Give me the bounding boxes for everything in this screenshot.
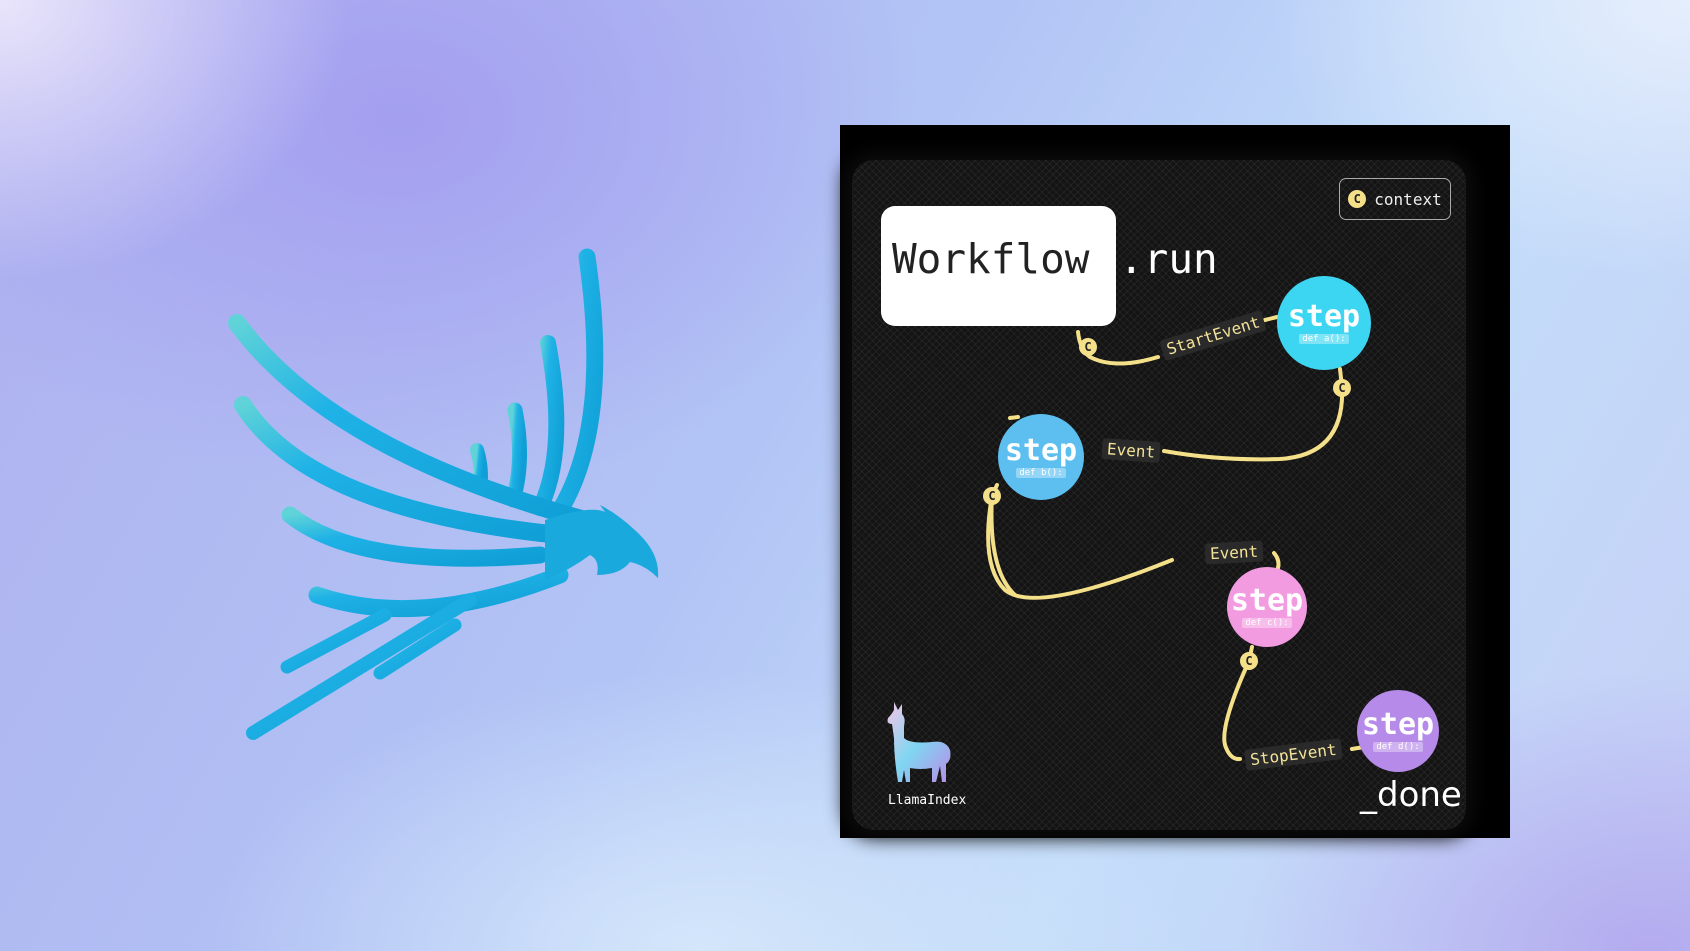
step-label: step bbox=[1287, 299, 1361, 334]
step-c: step def c(): bbox=[1227, 567, 1307, 647]
edge-start-dash bbox=[1263, 315, 1279, 322]
llama-logo-icon bbox=[887, 702, 951, 782]
feather bbox=[505, 402, 527, 508]
context-marker-icon: C bbox=[983, 487, 1001, 505]
workflow-run-suffix: .run bbox=[1119, 235, 1218, 283]
context-icon: C bbox=[1348, 190, 1367, 208]
bird-logo bbox=[228, 248, 659, 740]
step-def: def b(): bbox=[1016, 468, 1066, 478]
feather bbox=[373, 618, 462, 680]
workflow-title: Workflow bbox=[892, 235, 1090, 283]
step-b: step def b(): bbox=[998, 414, 1084, 500]
edge-b-dash bbox=[1008, 415, 1020, 420]
feather bbox=[234, 396, 569, 544]
context-badge: C context bbox=[1339, 178, 1451, 220]
edge-c-d bbox=[1222, 645, 1254, 762]
step-d: step def d(): bbox=[1357, 690, 1439, 772]
feather bbox=[548, 248, 604, 524]
feather bbox=[228, 314, 594, 529]
workflow-edges bbox=[986, 315, 1366, 762]
workflow-title-box bbox=[881, 206, 1116, 326]
llamaindex-brand: LlamaIndex bbox=[888, 793, 967, 808]
step-def: def c(): bbox=[1242, 618, 1292, 628]
step-def: def a(): bbox=[1299, 334, 1349, 344]
step-def: def d(): bbox=[1373, 742, 1423, 752]
feather bbox=[308, 566, 569, 618]
context-marker-icon: C bbox=[1240, 652, 1258, 670]
step-label: step bbox=[1230, 583, 1304, 618]
edge-b-c bbox=[986, 483, 1174, 600]
step-label: step bbox=[1361, 707, 1435, 742]
context-label: context bbox=[1374, 189, 1442, 209]
event-label-a-b: Event bbox=[1101, 437, 1161, 464]
feather bbox=[280, 608, 392, 674]
feather bbox=[532, 335, 565, 516]
bird-head bbox=[545, 505, 659, 580]
context-marker-icon: C bbox=[1333, 379, 1351, 397]
step-label: step bbox=[1004, 433, 1078, 468]
event-label-b-c: Event bbox=[1204, 540, 1264, 565]
edge-b-c2 bbox=[989, 494, 1017, 597]
done-label: _done bbox=[1360, 775, 1462, 815]
context-marker-icon: C bbox=[1079, 338, 1097, 356]
workflow-diagram-panel: C context Workflow .run step def a(): st… bbox=[840, 125, 1510, 838]
edge-a-b bbox=[1162, 367, 1345, 462]
feather bbox=[281, 506, 549, 567]
feather bbox=[246, 593, 477, 740]
step-a: step def a(): bbox=[1277, 276, 1371, 370]
edge-c-top bbox=[1272, 551, 1281, 570]
